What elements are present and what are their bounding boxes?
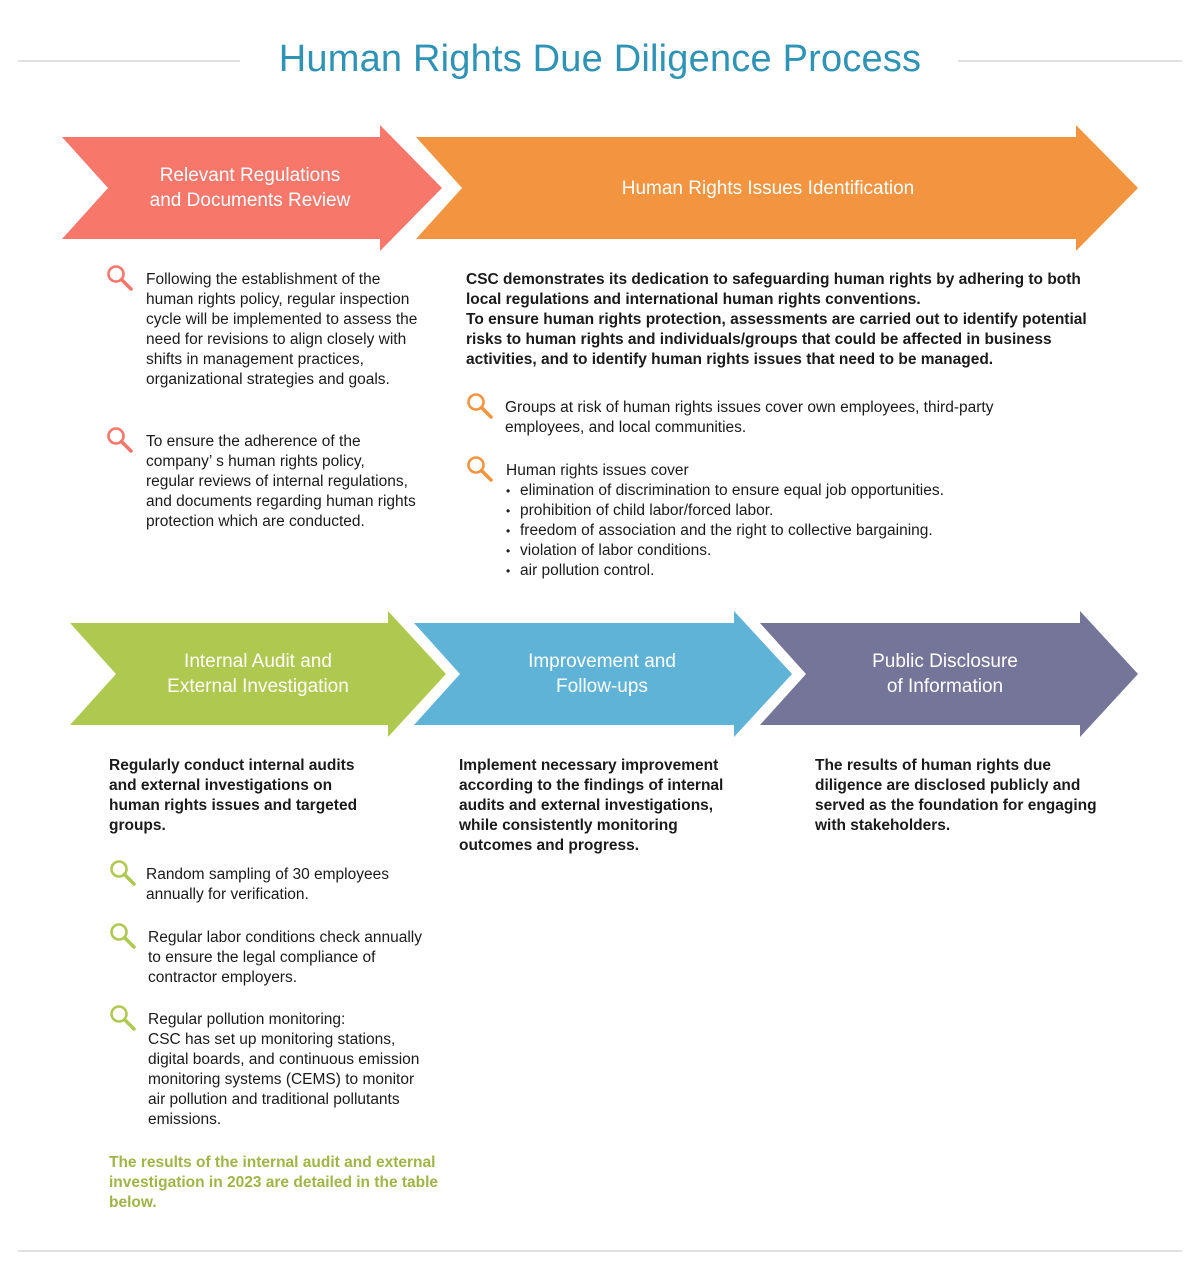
step-5-label: Public Disclosure of Information <box>806 623 1084 725</box>
magnifier-icon <box>107 265 133 291</box>
magnifier-icon <box>110 1005 136 1031</box>
magnifier-icon <box>467 456 493 482</box>
step-5-label-text: Public Disclosure of Information <box>872 651 1018 697</box>
step-4-arrow <box>414 611 792 737</box>
title-rule-right <box>958 60 1182 62</box>
step-3-note: The results of the internal audit and ex… <box>109 1154 439 1211</box>
step-1-arrow-shape <box>62 125 442 251</box>
issue-item: violation of labor conditions. <box>506 541 1066 561</box>
step-3-label-text: Internal Audit and External Investigatio… <box>167 651 349 697</box>
issues-list: elimination of discrimination to ensure … <box>506 481 1066 581</box>
step-2-arrow <box>416 125 1138 251</box>
step-3-item-2: Regular labor conditions check annually … <box>148 929 422 986</box>
step-1-arrow <box>62 125 442 251</box>
step-4-arrow-shape <box>414 611 792 737</box>
issue-item: elimination of discrimination to ensure … <box>506 481 1066 501</box>
page-title: Human Rights Due Diligence Process <box>278 38 922 80</box>
step-5-arrow-shape <box>760 611 1138 737</box>
title-rule-left <box>18 60 240 62</box>
step-3-item-1: Random sampling of 30 employees annually… <box>146 866 389 903</box>
bottom-rule <box>18 1250 1182 1252</box>
step-3-item-3: Regular pollution monitoring: CSC has se… <box>148 1011 420 1128</box>
step-4-label: Improvement and Follow-ups <box>460 623 744 725</box>
issue-item: air pollution control. <box>506 561 1066 581</box>
magnifier-icon <box>107 427 133 453</box>
step-5-arrow <box>760 611 1138 737</box>
step-4-intro: Implement necessary improvement accordin… <box>459 757 724 854</box>
magnifier-icon <box>110 860 136 886</box>
step-4-label-text: Improvement and Follow-ups <box>528 651 676 697</box>
step-3-intro: Regularly conduct internal audits and ex… <box>109 757 358 834</box>
step-1-label: Relevant Regulations and Documents Revie… <box>110 137 390 239</box>
step-3-arrow-shape <box>70 611 446 737</box>
step-1-item-1: Following the establishment of the human… <box>146 271 418 388</box>
issue-item: freedom of association and the right to … <box>506 521 1066 541</box>
magnifier-icon <box>467 393 493 419</box>
step-3-label: Internal Audit and External Investigatio… <box>116 623 400 725</box>
step-3-arrow <box>70 611 446 737</box>
step-2-label-text: Human Rights Issues Identification <box>621 177 915 199</box>
step-5-intro: The results of human rights due diligenc… <box>815 757 1097 834</box>
step-1-label-text: Relevant Regulations and Documents Revie… <box>149 165 351 211</box>
magnifier-icon <box>110 923 136 949</box>
step-2-arrow-shape <box>416 125 1138 251</box>
issue-item: prohibition of child labor/forced labor. <box>506 501 1066 521</box>
step-2-item-1: Groups at risk of human rights issues co… <box>505 399 994 436</box>
step-2-label: Human Rights Issues Identification <box>470 137 1066 239</box>
step-2-item-2: Human rights issues cover <box>506 462 689 479</box>
step-2-intro: CSC demonstrates its dedication to safeg… <box>466 271 1087 368</box>
step-1-item-2: To ensure the adherence of the company’ … <box>146 433 416 530</box>
